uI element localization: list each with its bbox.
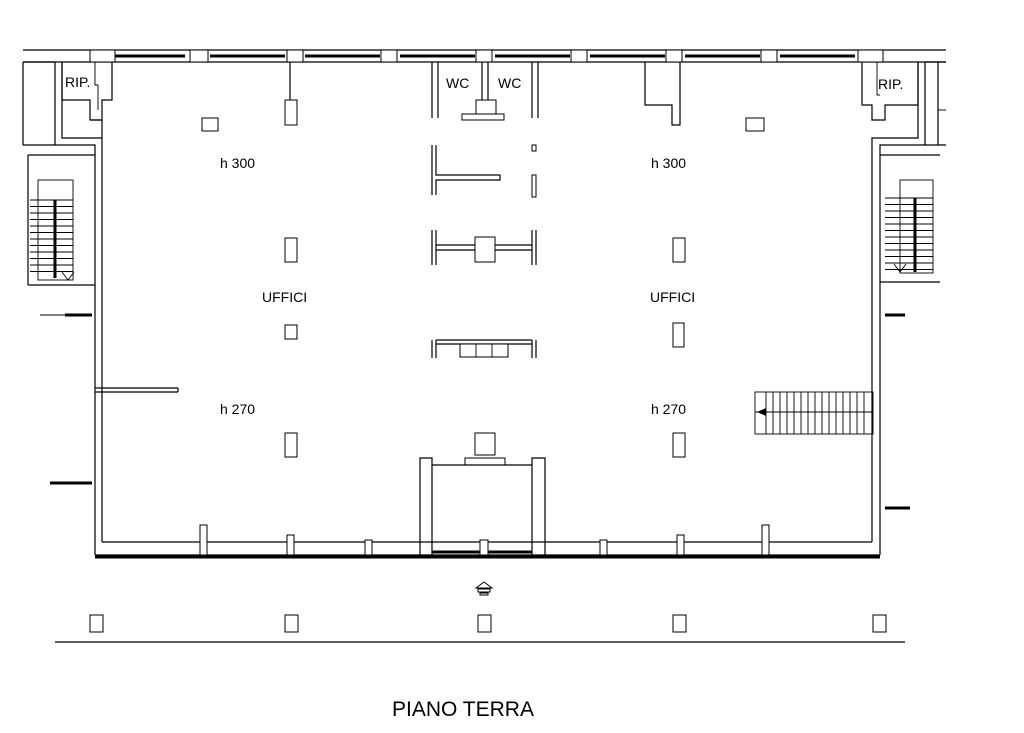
main-outline <box>22 61 946 559</box>
height-label-bottom-right: h 270 <box>651 401 686 417</box>
left-partition <box>95 387 179 393</box>
central-core <box>431 144 537 358</box>
rip-room-right <box>861 62 946 121</box>
height-label-top-right: h 300 <box>651 155 686 171</box>
column-bottom-right <box>672 432 686 458</box>
column-lower-right <box>672 322 685 348</box>
wc-label-left: WC <box>446 75 469 91</box>
rip-label-right: RIP. <box>878 76 903 92</box>
right-staircase <box>880 154 940 510</box>
internal-columns <box>201 117 765 458</box>
rip-room-left <box>61 62 113 121</box>
top-partitions <box>284 62 681 126</box>
entrance-arrow-icon <box>474 581 494 596</box>
plan-title: PIANO TERRA <box>392 698 534 721</box>
left-staircase <box>27 154 95 485</box>
height-label-bottom-left: h 270 <box>220 401 255 417</box>
rip-label-left: RIP. <box>65 74 90 90</box>
internal-stair-right <box>754 391 874 435</box>
column-mid-left <box>284 237 298 263</box>
column-mid-right <box>672 237 686 263</box>
outdoor-columns <box>55 614 905 643</box>
wc-block <box>431 62 539 121</box>
column-lower-left <box>284 324 298 340</box>
office-label-left: UFFICI <box>262 289 307 305</box>
top-facade-wall <box>23 49 946 63</box>
entrance-lobby <box>419 432 546 556</box>
column-bottom-left <box>284 432 298 458</box>
height-label-top-left: h 300 <box>220 155 255 171</box>
office-label-right: UFFICI <box>650 289 695 305</box>
column-top-right <box>745 117 765 132</box>
wc-label-right: WC <box>498 75 521 91</box>
column-top-left <box>201 117 219 132</box>
